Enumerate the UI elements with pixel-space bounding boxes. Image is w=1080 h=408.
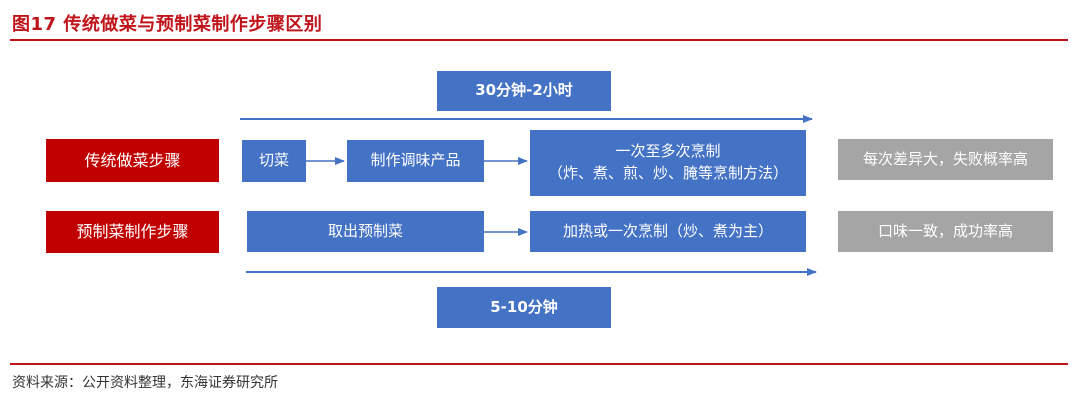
row-label-prepared-text: 预制菜制作步骤: [76, 222, 189, 242]
source-note: 资料来源：公开资料整理，东海证券研究所: [12, 375, 278, 391]
row-label-traditional-text: 传统做菜步骤: [84, 150, 181, 170]
result-traditional: 每次差异大，失败概率高: [838, 139, 1053, 180]
top-divider: [10, 39, 1068, 41]
step-make-seasoning-text: 制作调味产品: [370, 151, 461, 170]
step-take-out-prepared-text: 取出预制菜: [327, 221, 403, 240]
step-take-out-prepared: 取出预制菜: [247, 211, 484, 252]
step-heat-or-cook: 加热或一次烹制（炒、煮为主）: [530, 211, 806, 252]
figure-title: 图17 传统做菜与预制菜制作步骤区别: [12, 14, 323, 35]
time-label-prepared: 5-10分钟: [437, 287, 611, 328]
step-cut-vegetables: 切菜: [242, 140, 306, 182]
result-traditional-text: 每次差异大，失败概率高: [862, 149, 1028, 168]
step-cut-vegetables-text: 切菜: [258, 151, 289, 170]
time-label-traditional: 30分钟-2小时: [437, 71, 611, 111]
step-cook-multiple-line2: （炸、煮、煎、炒、腌等烹制方法）: [547, 164, 788, 182]
step-heat-or-cook-text: 加热或一次烹制（炒、煮为主）: [562, 221, 773, 240]
step-cook-multiple: 一次至多次烹制 （炸、煮、煎、炒、腌等烹制方法）: [530, 130, 806, 196]
step-cook-multiple-line1: 一次至多次烹制: [615, 142, 721, 161]
row-label-prepared: 预制菜制作步骤: [46, 211, 219, 253]
bottom-divider: [10, 363, 1068, 365]
time-label-prepared-text: 5-10分钟: [490, 297, 558, 316]
row-label-traditional: 传统做菜步骤: [46, 139, 219, 182]
step-make-seasoning: 制作调味产品: [347, 140, 484, 182]
time-label-traditional-text: 30分钟-2小时: [475, 81, 573, 100]
result-prepared-text: 口味一致，成功率高: [877, 221, 1013, 240]
result-prepared: 口味一致，成功率高: [838, 211, 1053, 252]
